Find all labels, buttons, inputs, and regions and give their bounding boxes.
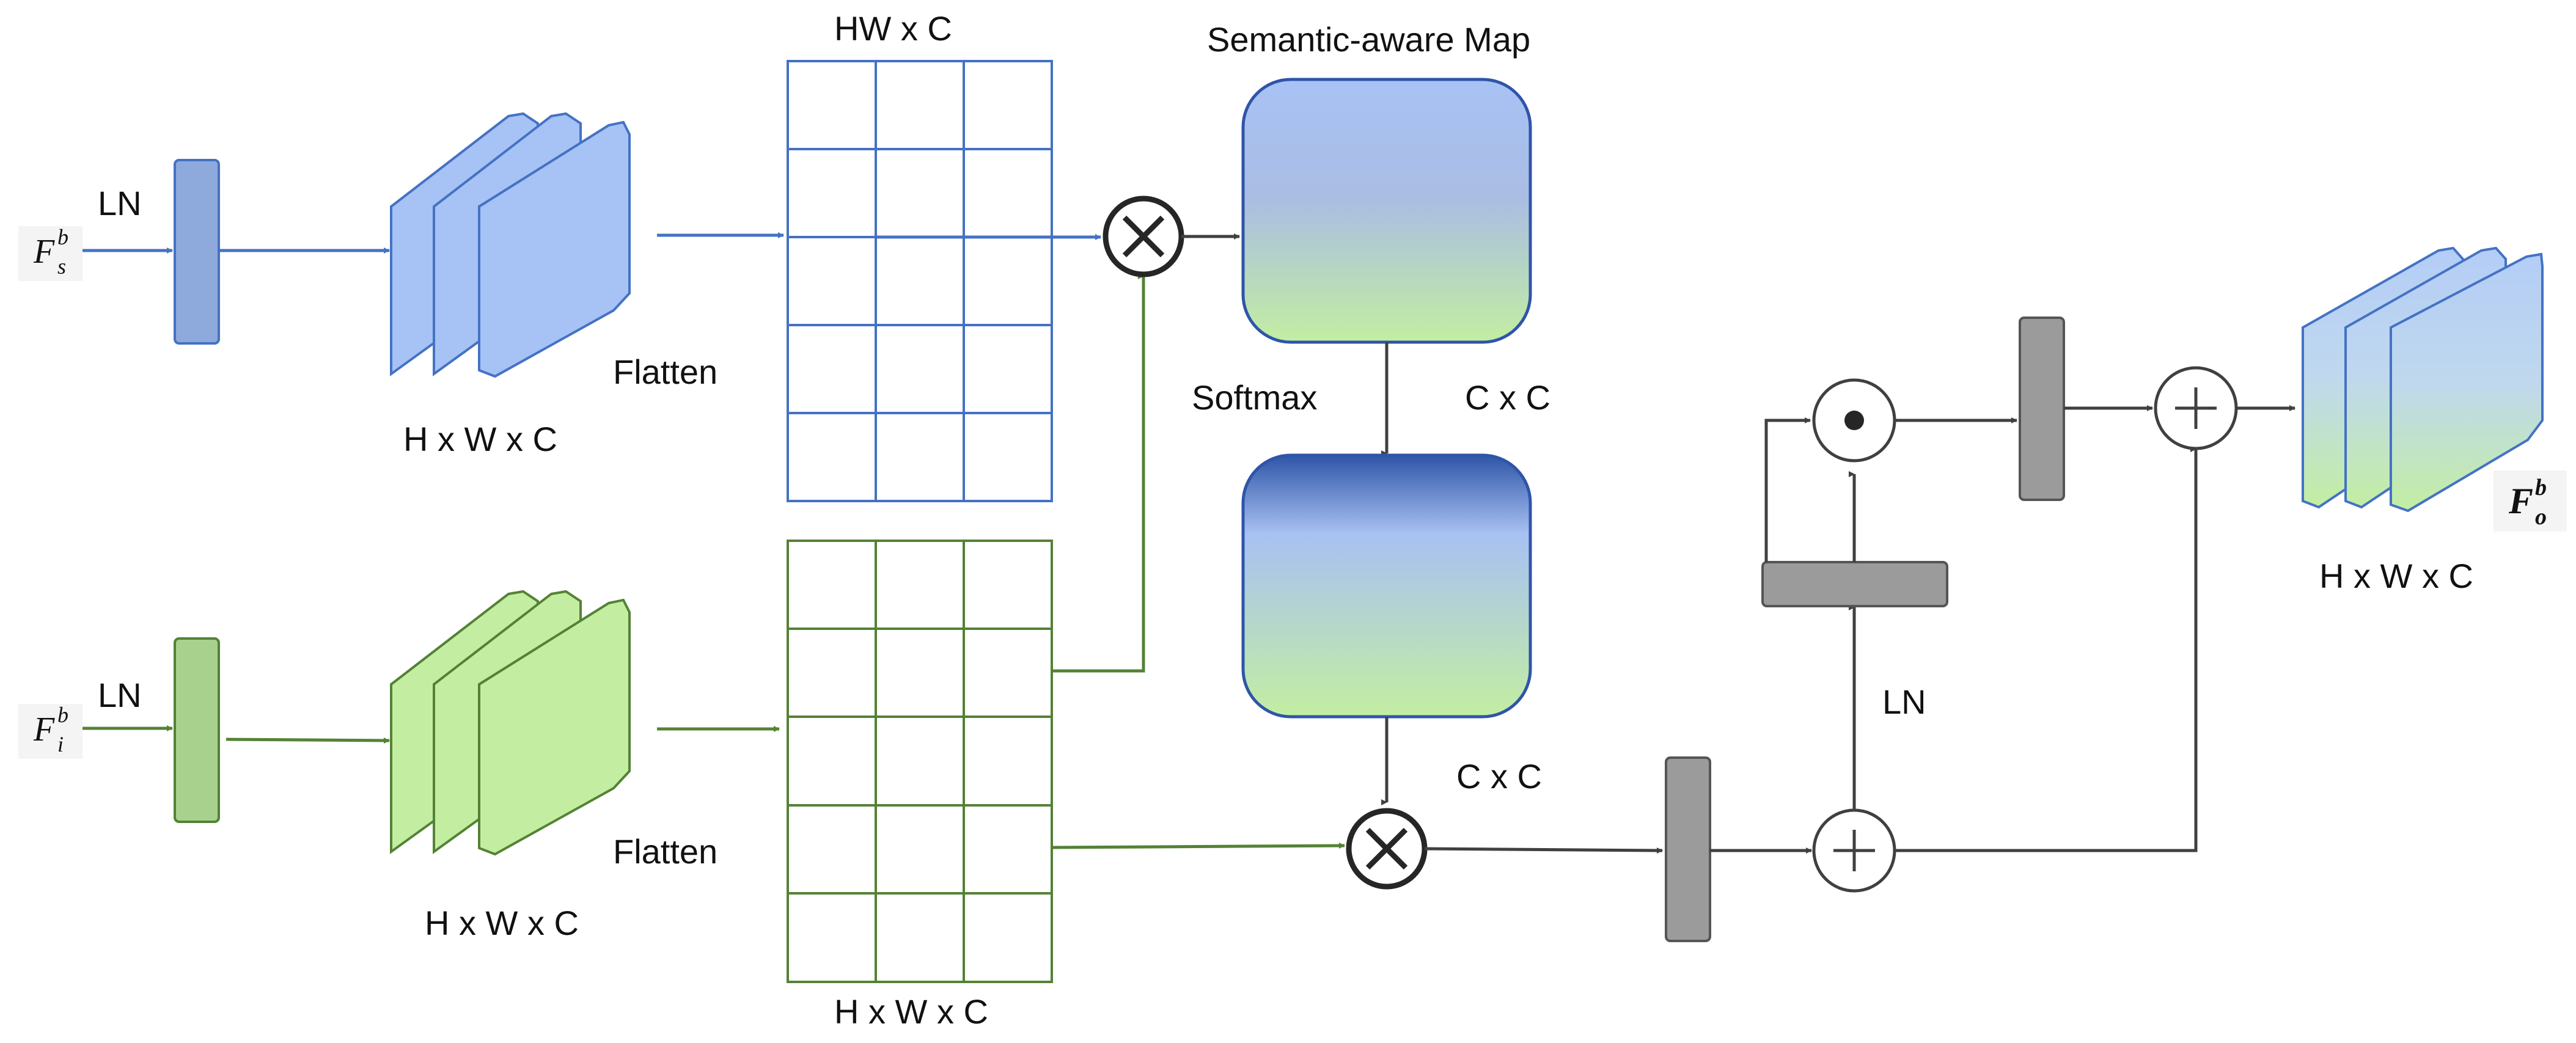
semantic-branch: F b s LN H x W x C Flatten HW x C — [18, 9, 1101, 502]
feature-stack-output — [2302, 246, 2544, 513]
svg-text:b: b — [2535, 475, 2547, 500]
hw-x-c-label: HW x C — [834, 9, 952, 48]
residual-arrow — [1895, 446, 2198, 852]
svg-text:o: o — [2535, 504, 2547, 530]
cxc-label-top: C x C — [1465, 378, 1550, 417]
flattened-grid-semantic — [787, 60, 1053, 502]
hwc-label-image: H x W x C — [425, 904, 579, 942]
svg-text:s: s — [57, 254, 66, 279]
output-fo-label: F b o — [2493, 470, 2567, 532]
softmax-map — [1241, 453, 1532, 719]
add-operator-top — [2154, 366, 2238, 450]
layernorm-bar-semantic — [174, 159, 220, 345]
multiply-operator-bottom — [1346, 808, 1428, 890]
ln-label-bottom: LN — [98, 676, 142, 714]
ln-skip-to-hadamard-arrow — [1764, 417, 1811, 562]
softmax-label: Softmax — [1192, 378, 1317, 417]
ln-label-output: LN — [1882, 683, 1926, 721]
hadamard-operator — [1812, 378, 1896, 463]
multiply-operator-top — [1103, 196, 1184, 277]
svg-text:b: b — [57, 703, 68, 727]
cxc-label-bottom: C x C — [1456, 757, 1542, 796]
hwc-label-output: H x W x C — [2319, 557, 2473, 595]
svg-text:F: F — [2508, 481, 2533, 521]
svg-text:i: i — [57, 732, 64, 756]
feature-stack-image — [390, 590, 631, 856]
hwc-label-grid-bottom: H x W x C — [834, 992, 988, 1031]
svg-text:b: b — [57, 225, 68, 249]
layernorm-bar-output — [1761, 561, 1948, 607]
input-fs-label: F b s — [18, 225, 83, 281]
semantic-aware-map — [1241, 78, 1532, 344]
output-path: LN F b o H x W x C — [1665, 246, 2567, 942]
svg-text:F: F — [33, 233, 55, 271]
ln-to-feature-arrow-image — [226, 737, 390, 744]
flattened-grid-image — [787, 540, 1053, 983]
flatten-label-semantic: Flatten — [613, 353, 717, 391]
svg-text:F: F — [33, 711, 55, 748]
flatten-label-image: Flatten — [613, 832, 717, 871]
ln-label-top: LN — [98, 184, 142, 222]
input-fi-label: F b i — [18, 703, 83, 759]
hwc-label-semantic: H x W x C — [403, 420, 557, 458]
grid-to-top-multiply-arrow — [1052, 273, 1145, 673]
feature-stack-semantic — [390, 112, 631, 378]
grid-to-bottom-multiply-arrow — [1051, 843, 1345, 849]
image-branch: F b i LN H x W x C Flatten H x W x C — [18, 273, 1345, 1031]
output-projection-bar — [2019, 317, 2065, 501]
add-operator-bottom — [1812, 808, 1896, 893]
semantic-aware-map-label: Semantic-aware Map — [1207, 20, 1530, 59]
attention-path: Semantic-aware Map Softmax C x C C x C — [1103, 20, 1663, 890]
projection-bar — [1665, 756, 1711, 942]
multiply-to-projection-arrow — [1424, 847, 1663, 854]
layernorm-bar-image — [174, 637, 220, 823]
